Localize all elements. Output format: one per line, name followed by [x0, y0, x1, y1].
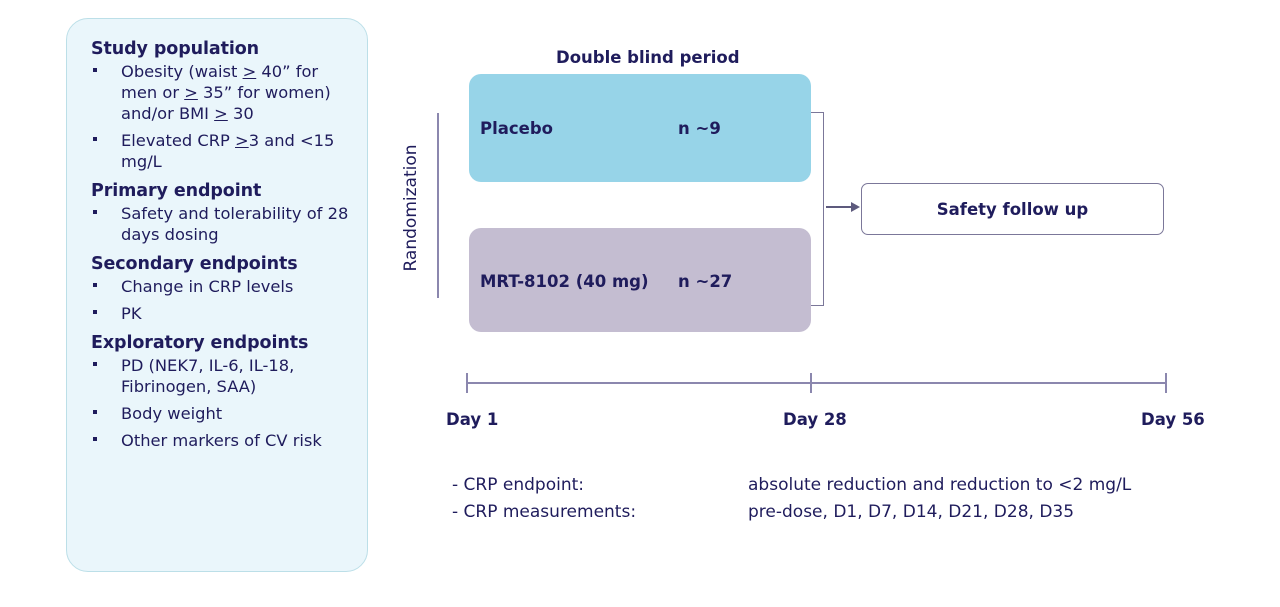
timeline-label-day1: Day 1 — [446, 410, 499, 429]
section-heading-study-population: Study population — [91, 39, 260, 59]
arm-join-bracket — [811, 112, 824, 306]
bullet-icon — [93, 137, 97, 142]
randomization-label: Randomization — [397, 118, 425, 298]
list-item: Other markers of CV risk — [91, 430, 355, 451]
crp-notes: - CRP endpoint: absolute reduction and r… — [452, 472, 1131, 526]
bullet-icon — [93, 210, 97, 215]
bullet-icon — [93, 437, 97, 442]
list-item-text: Body weight — [121, 404, 223, 424]
crp-note-value: absolute reduction and reduction to <2 m… — [748, 475, 1132, 495]
timeline-label-day28: Day 28 — [783, 410, 847, 429]
bullet-list-secondary-endpoints: Change in CRP levels PK — [91, 276, 355, 324]
timeline-label-day56: Day 56 — [1141, 410, 1205, 429]
list-item: Safety and tolerability of 28 days dosin… — [91, 203, 355, 245]
crp-note-key: - CRP measurements: — [452, 501, 637, 522]
bullet-icon — [93, 362, 97, 367]
treatment-arm-mrt8102: MRT-8102 (40 mg) n ~27 — [469, 228, 811, 332]
list-item: Body weight — [91, 403, 355, 424]
list-item-text: Elevated CRP >3 and <15 mg/L — [121, 131, 335, 172]
arrow-shaft — [826, 206, 854, 208]
list-item: Obesity (waist > 40” for men or > 35” fo… — [91, 61, 355, 124]
bullet-icon — [93, 283, 97, 288]
crp-note-value: pre-dose, D1, D7, D14, D21, D28, D35 — [748, 501, 1075, 522]
arm-name-label: MRT-8102 (40 mg) — [480, 272, 649, 291]
section-heading-exploratory-endpoints: Exploratory endpoints — [91, 333, 309, 354]
list-item-text: Safety and tolerability of 28 days dosin… — [121, 204, 349, 245]
timeline-tick-day1 — [466, 373, 468, 393]
list-item: PK — [91, 303, 355, 324]
list-item-text: Change in CRP levels — [121, 277, 294, 297]
arm-sample-size: n ~9 — [678, 119, 721, 138]
bullet-list-primary-endpoint: Safety and tolerability of 28 days dosin… — [91, 203, 355, 245]
crp-note-key: - CRP endpoint: — [452, 475, 584, 495]
study-panel-content: Study population Obesity (waist > 40” fo… — [91, 39, 355, 457]
bullet-icon — [93, 68, 97, 73]
double-blind-period-title: Double blind period — [556, 48, 740, 67]
list-item: Change in CRP levels — [91, 276, 355, 297]
list-item: PD (NEK7, IL-6, IL-18, Fibrinogen, SAA) — [91, 355, 355, 397]
safety-follow-up-box: Safety follow up — [861, 183, 1164, 235]
arrow-right-icon — [826, 201, 860, 212]
list-item-text: PK — [121, 304, 142, 324]
list-item-text: Other markers of CV risk — [121, 431, 322, 451]
timeline-tick-day28 — [810, 373, 812, 393]
study-timeline-axis — [466, 373, 1167, 393]
section-heading-primary-endpoint: Primary endpoint — [91, 181, 262, 202]
randomization-label-text: Randomization — [401, 144, 421, 272]
section-heading-secondary-endpoints: Secondary endpoints — [91, 254, 298, 275]
arm-sample-size: n ~27 — [678, 272, 733, 291]
list-item-text: Obesity (waist > 40” for men or > 35” fo… — [121, 62, 331, 124]
list-item: Elevated CRP >3 and <15 mg/L — [91, 130, 355, 172]
bullet-list-study-population: Obesity (waist > 40” for men or > 35” fo… — [91, 61, 355, 172]
randomization-divider-line — [437, 113, 439, 298]
safety-follow-up-label: Safety follow up — [936, 199, 1089, 219]
bullet-icon — [93, 310, 97, 315]
list-item-text: PD (NEK7, IL-6, IL-18, Fibrinogen, SAA) — [121, 356, 295, 397]
crp-note-row: - CRP endpoint: absolute reduction and r… — [452, 472, 1131, 499]
arrow-head — [851, 201, 860, 212]
bullet-list-exploratory-endpoints: PD (NEK7, IL-6, IL-18, Fibrinogen, SAA) … — [91, 355, 355, 451]
crp-note-row: - CRP measurements: pre-dose, D1, D7, D1… — [452, 499, 1131, 526]
bullet-icon — [93, 410, 97, 415]
arm-name-label: Placebo — [480, 119, 554, 138]
study-population-panel: Study population Obesity (waist > 40” fo… — [66, 18, 368, 572]
treatment-arm-placebo: Placebo n ~9 — [469, 74, 811, 182]
timeline-tick-day56 — [1165, 373, 1167, 393]
